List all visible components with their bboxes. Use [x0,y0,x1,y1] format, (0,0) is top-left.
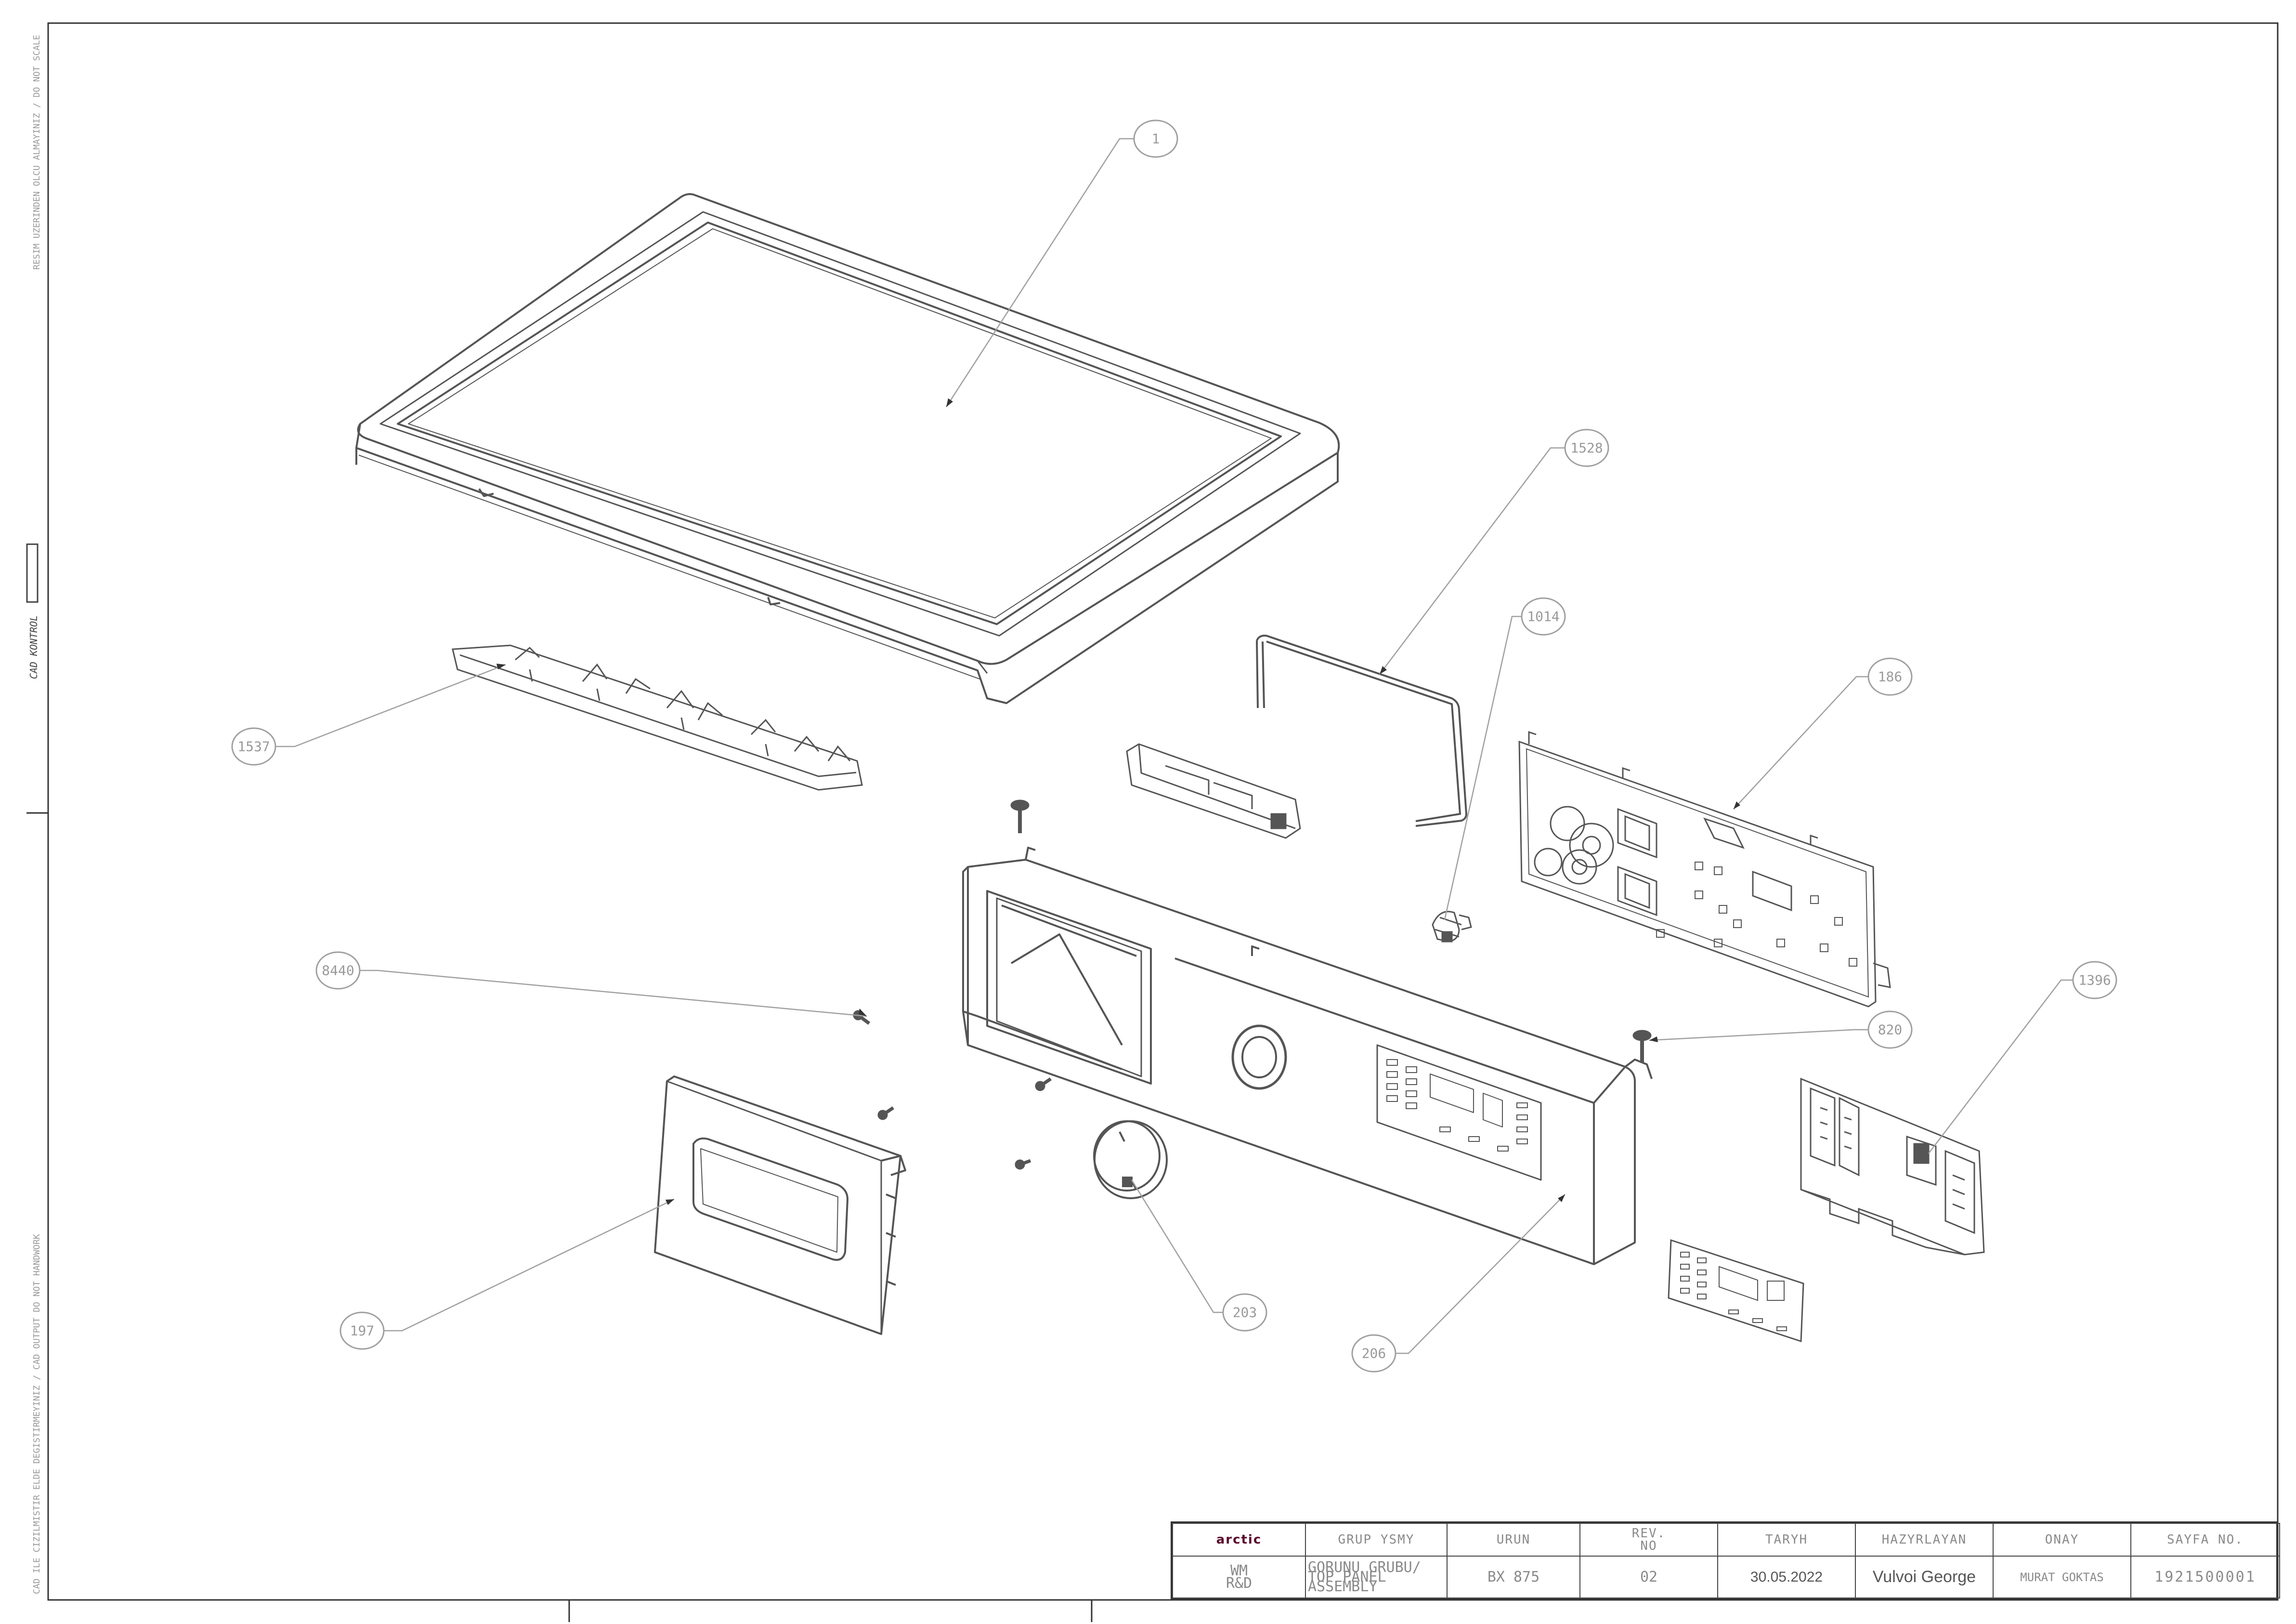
callout-label-1: 1 [1152,131,1160,147]
screw-5 [1035,1077,1052,1091]
callout-label-1537: 1537 [237,739,270,755]
part-top-panel [355,193,1340,704]
part-button-module-1396 [1800,1077,1985,1256]
callout-206 [1351,1334,1396,1373]
date-value: 30.05.2022 [1717,1556,1856,1598]
callout-186 [1867,657,1913,696]
screw-6 [1015,1159,1031,1170]
title-block: arctic GRUP YSMY URUN REV. NO TARYH HAZY… [1171,1521,2280,1600]
header-prepared-by: HAZYRLAYAN [1855,1523,1994,1557]
callout-820 [1867,1010,1913,1049]
callout-label-186: 186 [1878,669,1903,685]
dept-value: WM R&D [1172,1556,1306,1598]
leader-lines [275,138,2073,1354]
part-shaft-1014 [1432,911,1472,943]
cad-control-label: CAD KONTROL [28,615,39,679]
title-block-table: arctic GRUP YSMY URUN REV. NO TARYH HAZY… [1172,1523,2280,1598]
header-rev-no: REV. NO [1579,1523,1718,1557]
part-label-sticker [1668,1239,1804,1343]
callout-1528 [1564,429,1609,467]
callout-203 [1222,1293,1267,1332]
callout-label-206: 206 [1362,1346,1386,1362]
part-knob-203 [1093,1120,1168,1199]
leader-arrows [496,398,1740,1205]
product-value: BX 875 [1447,1556,1580,1598]
callout-labels: 1 1528 1014 186 1537 8440 820 1396 197 2… [237,131,2111,1362]
cad-control-box [26,543,39,603]
callout-label-820: 820 [1878,1022,1903,1038]
part-pcb-186 [1518,731,1891,1008]
header-product: URUN [1447,1523,1580,1557]
callout-197 [339,1311,385,1350]
note-do-not-scale: RESIM UZERINDEN OLCU ALMAYINIZ / DO NOT … [32,35,42,270]
note-cad-output: CAD ILE CIZILMISTIR ELDE DEGISTIRMEYINIZ… [32,1234,42,1594]
part-small-bracket [1126,743,1301,839]
callout-1 [1133,119,1178,158]
header-page-no: SAYFA NO. [2130,1523,2280,1557]
callout-label-203: 203 [1233,1305,1257,1321]
screw-1 [1010,799,1030,833]
callout-label-1528: 1528 [1570,440,1603,456]
part-control-panel-206 [962,847,1653,1265]
group-value: GORUNU GRUBU/ TOP PANEL ASSEMBLY [1305,1556,1448,1598]
callout-1537 [231,727,276,766]
screw-4 [877,1106,894,1120]
page-no-value: 1921500001 [2130,1556,2280,1598]
callout-8440 [315,951,361,990]
callout-1014 [1521,597,1566,636]
rev-value: 02 [1579,1556,1718,1598]
header-group: GRUP YSMY [1305,1523,1448,1557]
part-wire-1528 [1256,634,1468,827]
callout-label-197: 197 [350,1323,375,1339]
approved-by-value: MURAT GOKTAS [1993,1556,2131,1598]
callout-label-8440: 8440 [322,963,354,979]
sheet-border [47,22,2279,1601]
brand-logo: arctic [1172,1523,1306,1557]
callout-label-1396: 1396 [2078,972,2111,988]
header-approved-by: ONAY [1993,1523,2131,1557]
part-drawer-front-197 [654,1075,906,1335]
callout-1396 [2072,961,2117,999]
screw-2 [1632,1030,1652,1062]
part-rail-1537 [452,644,863,791]
prepared-by-value: Vulvoi George [1855,1556,1994,1598]
header-date: TARYH [1717,1523,1856,1557]
callout-balloons [231,119,2117,1373]
callout-label-1014: 1014 [1527,609,1559,625]
